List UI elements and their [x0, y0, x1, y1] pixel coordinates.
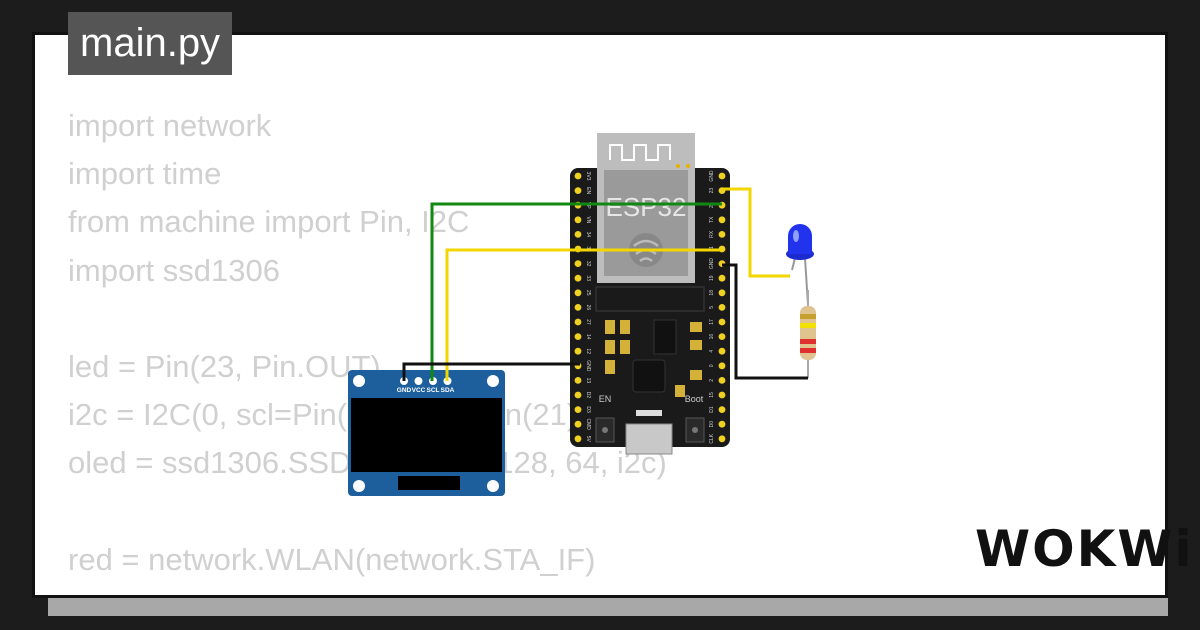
header-pin[interactable]	[574, 260, 582, 267]
wire-led[interactable]	[722, 187, 790, 278]
regulator	[653, 319, 677, 355]
boot-label: Boot	[685, 394, 704, 404]
pin-label: GND	[709, 258, 715, 270]
pin-label: D1	[709, 406, 715, 413]
pin-label: 27	[585, 319, 591, 325]
pin-label: 19	[709, 275, 715, 281]
wire-gnd-oled[interactable]	[402, 362, 580, 381]
header-pin[interactable]	[718, 362, 726, 370]
header-pin[interactable]	[718, 172, 726, 180]
chip-label: ESP32	[606, 192, 687, 222]
pin-label: CMD	[585, 419, 591, 431]
header-pin[interactable]	[574, 391, 582, 399]
wires	[402, 187, 808, 381]
oled-pin-label: GND	[397, 387, 412, 394]
header-pin[interactable]	[574, 187, 582, 195]
pin-label: 23	[709, 188, 715, 194]
header-pin[interactable]	[718, 391, 726, 399]
blue-led[interactable]	[786, 224, 814, 306]
header-pin[interactable]	[718, 406, 726, 413]
pin-label: 5	[709, 306, 715, 309]
pin-label: 4	[709, 350, 715, 353]
header-pin[interactable]	[574, 347, 582, 355]
code-line: import network	[68, 108, 272, 143]
pin-label: 2	[709, 379, 715, 382]
header-pin[interactable]	[718, 216, 726, 224]
pin-label: GND	[709, 170, 715, 182]
pin-label: 34	[585, 232, 591, 238]
header-pin[interactable]	[718, 435, 726, 443]
card-shadow	[48, 598, 1168, 616]
code-line: import ssd1306	[68, 252, 280, 288]
header-pin[interactable]	[718, 377, 726, 384]
usb-port	[625, 423, 673, 455]
header-pin[interactable]	[574, 318, 582, 326]
header-pin[interactable]	[718, 318, 726, 326]
pin-label: 12	[585, 348, 591, 354]
pin-label: 17	[709, 319, 715, 325]
file-tab[interactable]: main.py	[68, 12, 233, 75]
pin-label: TX	[709, 216, 715, 223]
code-line: red = network.WLAN(network.STA_IF)	[68, 541, 596, 577]
pin-label: 16	[709, 334, 715, 340]
pin-label: 33	[585, 275, 591, 281]
header-pin[interactable]	[718, 231, 726, 238]
pin-label: EN	[585, 187, 591, 194]
pin-label: D0	[709, 421, 715, 428]
pin-label: 13	[585, 378, 591, 384]
header-pin[interactable]	[574, 172, 582, 180]
resistor[interactable]	[800, 290, 816, 378]
pin-label: VN	[585, 216, 591, 223]
header-pin[interactable]	[574, 231, 582, 238]
pin-label: GND	[585, 360, 591, 372]
pin-label: D3	[585, 406, 591, 413]
pin-label: 25	[585, 290, 591, 296]
header-pin[interactable]	[574, 216, 582, 224]
header-pin[interactable]	[718, 304, 726, 311]
usb-chip	[632, 359, 666, 393]
wire-gnd-resistor[interactable]	[722, 263, 808, 380]
pin-label: D2	[585, 392, 591, 399]
pin-label: 3V3	[585, 172, 591, 181]
wire-scl[interactable]	[430, 202, 722, 381]
antenna-icon	[609, 144, 671, 161]
oled-screen	[351, 398, 502, 472]
header-pin[interactable]	[718, 420, 726, 428]
wire-sda[interactable]	[445, 248, 722, 381]
esp32-board[interactable]: ESP32 EN Boot 3V3ENVPVN34353233252627141…	[570, 133, 730, 455]
pin-label: 18	[709, 290, 715, 296]
pin-label: 5V	[585, 436, 591, 443]
header-pin[interactable]	[718, 347, 726, 355]
pin-label: RX	[709, 230, 715, 238]
pin-label: 32	[585, 261, 591, 267]
oled-pin-label: SCL	[427, 387, 440, 394]
pin-label: CLK	[709, 433, 715, 443]
header-pin[interactable]	[574, 289, 582, 297]
header-pin[interactable]	[718, 274, 726, 282]
header-pin[interactable]	[574, 274, 582, 282]
oled-pin-label: VCC	[412, 387, 426, 394]
header-pin[interactable]	[574, 377, 582, 384]
header-pin[interactable]	[574, 435, 582, 443]
header-pin[interactable]	[574, 406, 582, 413]
pin-label: 26	[585, 305, 591, 311]
oled-pin[interactable]	[413, 376, 424, 386]
pin-label: 15	[709, 392, 715, 398]
header-pin[interactable]	[574, 333, 582, 340]
pin-label: 0	[709, 364, 715, 367]
pin-label: 14	[585, 334, 591, 340]
code-line: import time	[68, 156, 222, 192]
header-pin[interactable]	[718, 333, 726, 340]
header-pin[interactable]	[718, 289, 726, 297]
header-pin[interactable]	[574, 304, 582, 311]
header-pin[interactable]	[574, 420, 582, 428]
oled-pin-label: SDA	[441, 387, 455, 394]
en-label: EN	[599, 394, 612, 404]
wokwi-logo: WOKWi	[975, 520, 1194, 578]
code-line: from machine import Pin, I2C	[68, 204, 470, 240]
pin-label: VP	[585, 202, 591, 209]
code-line: red.active(True)	[68, 584, 868, 596]
